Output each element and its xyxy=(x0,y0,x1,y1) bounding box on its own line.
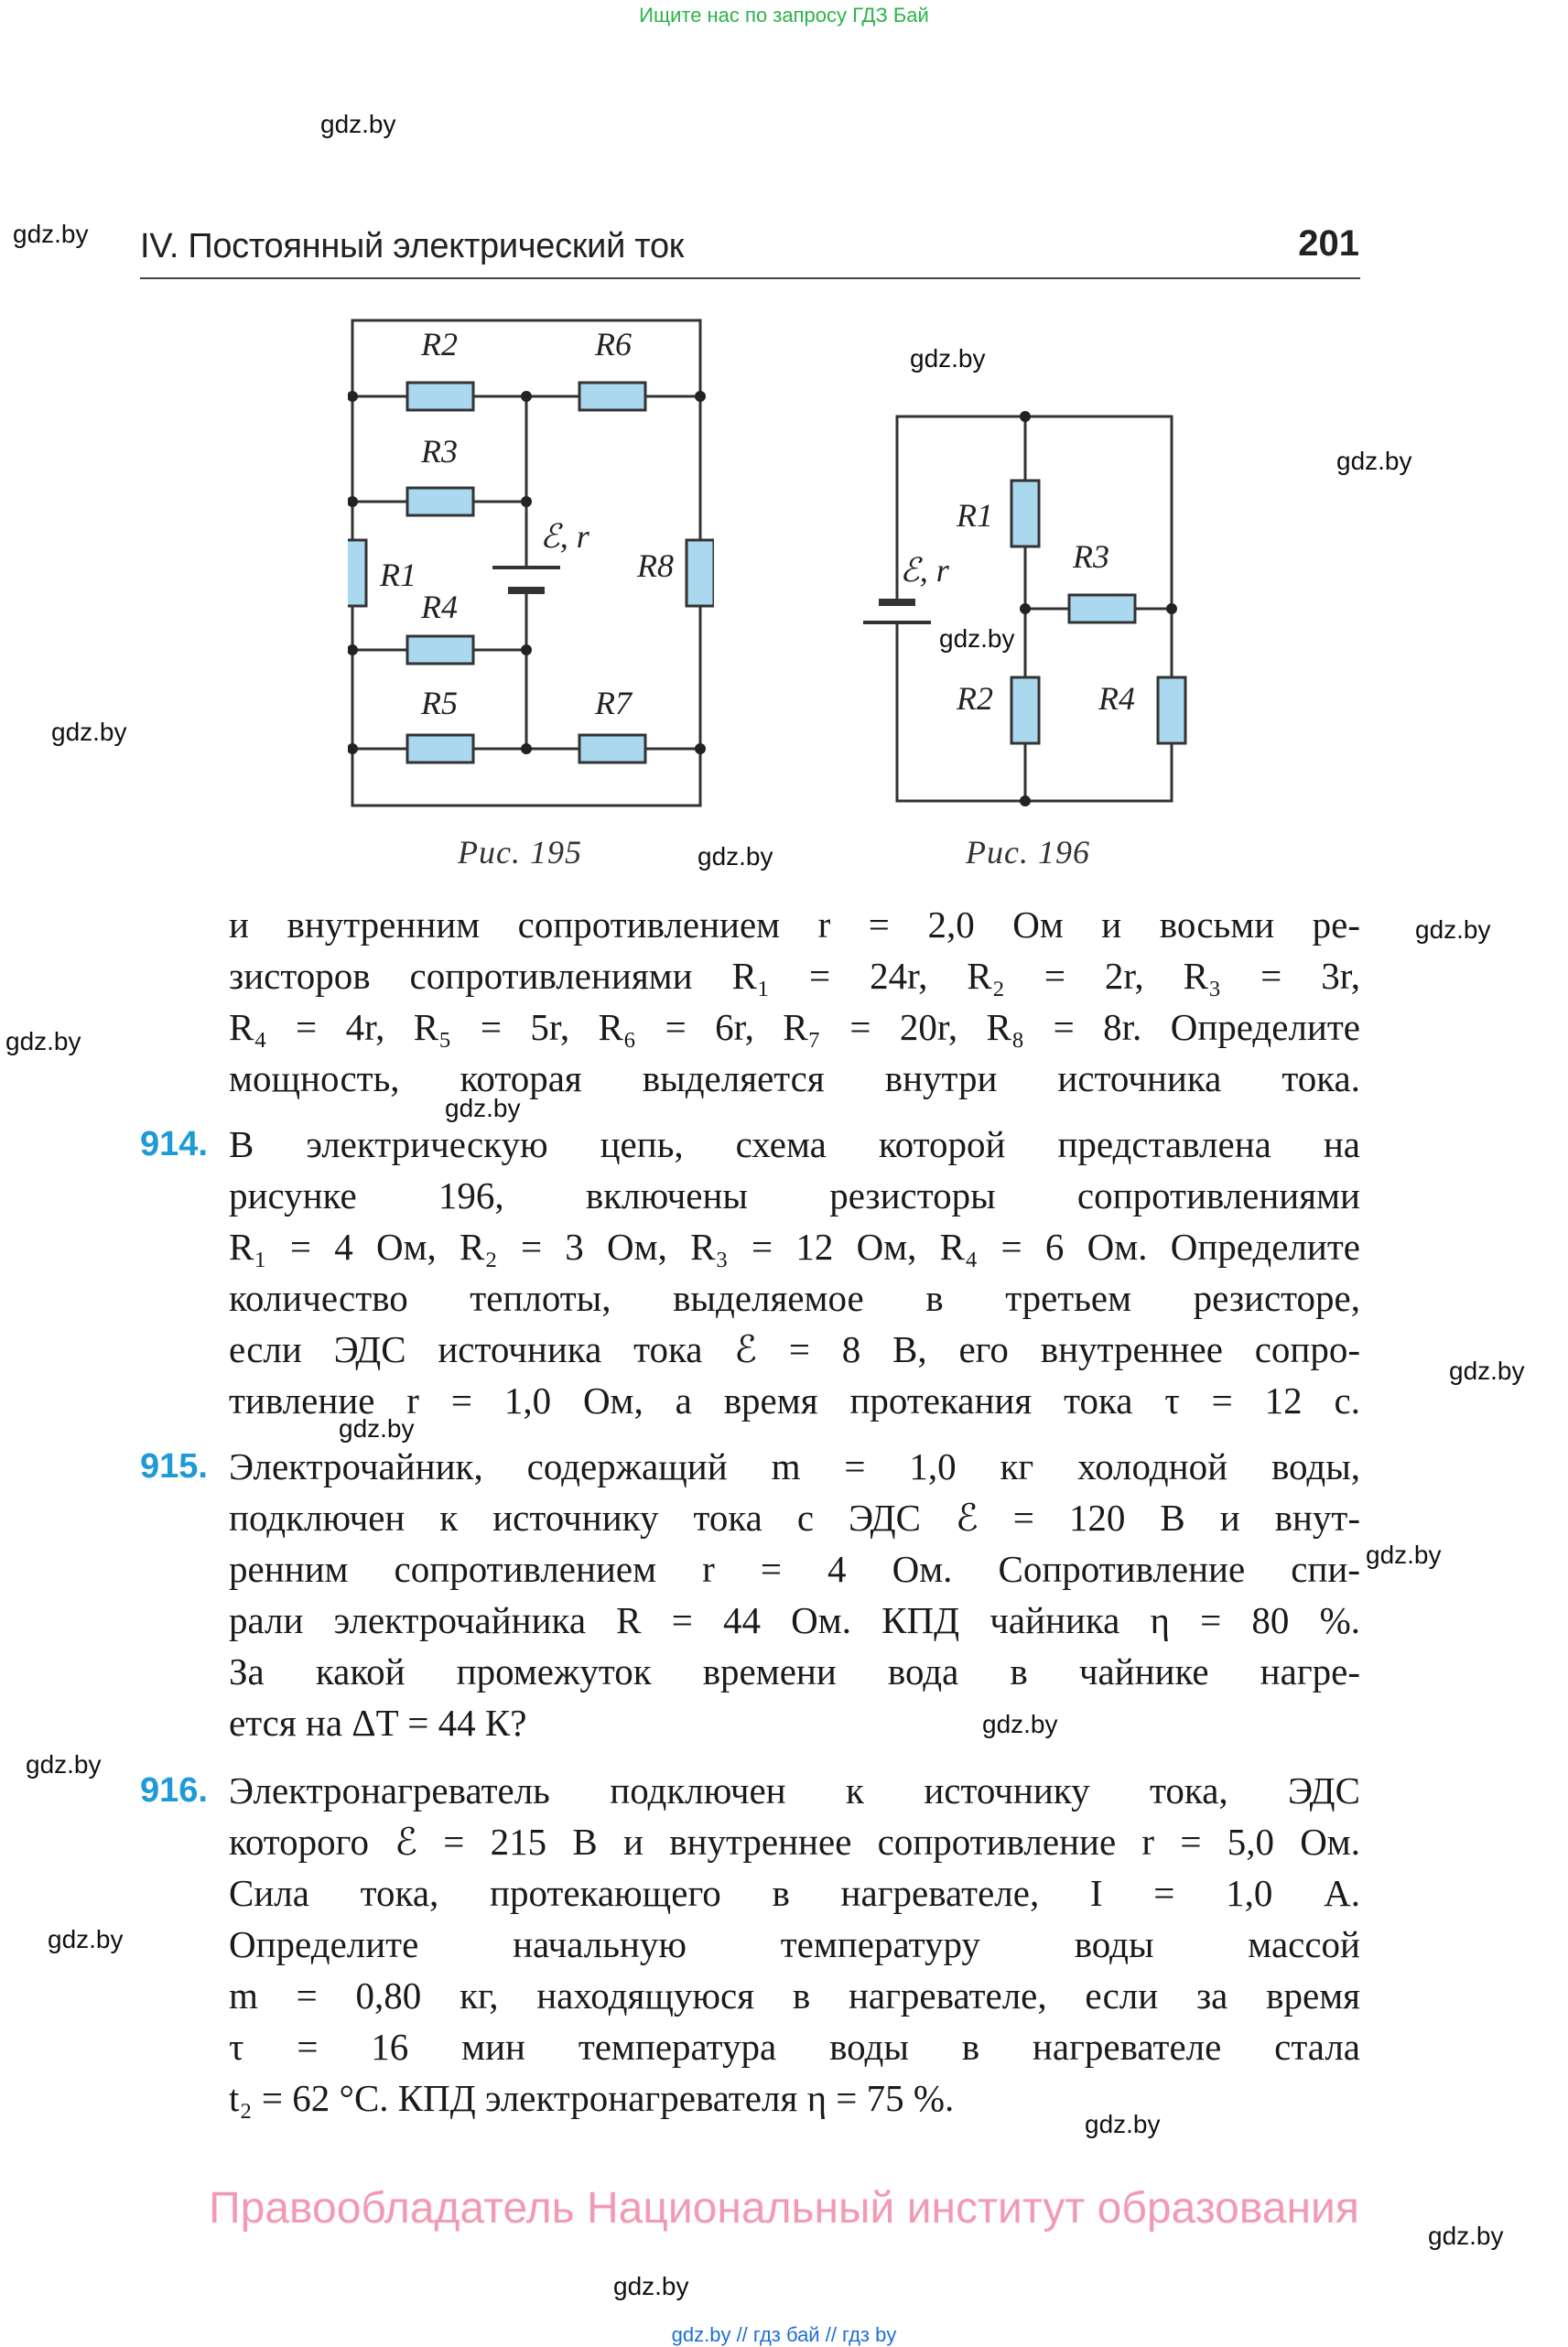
watermark: gdz.by xyxy=(939,624,1015,653)
resistor-r1 xyxy=(337,538,368,608)
label-r3: R3 xyxy=(420,433,458,470)
watermark: gdz.by xyxy=(1449,1357,1525,1385)
label-r2: R2 xyxy=(420,326,458,362)
text-line: мощность, которая выделяется внутри исто… xyxy=(229,1057,1360,1099)
label-r8: R8 xyxy=(636,547,674,584)
text-line: m = 0,80 кг, находящуюся в нагревателе, … xyxy=(229,1974,1360,2017)
watermark: gdz.by xyxy=(910,344,986,373)
text-line: ется на ΔT = 44 К? xyxy=(229,1702,527,1744)
label-r1: R1 xyxy=(379,557,416,593)
figure-195-caption: Рис. 195 xyxy=(458,834,582,871)
figure-195: R2 R6 R3 R1 R4 R5 R7 R8 ℰ, r xyxy=(337,311,716,824)
page-number: 201 xyxy=(1298,223,1359,264)
figure-196: R1 R2 R3 R4 ℰ, r xyxy=(856,403,1208,815)
watermark: gdz.by xyxy=(613,2272,689,2300)
label-r6: R6 xyxy=(594,326,632,362)
watermark: gdz.by xyxy=(5,1027,81,1055)
text-line: Электрочайник, содержащий m = 1,0 кг хол… xyxy=(229,1445,1360,1487)
resistor-r1 xyxy=(1010,479,1041,548)
text-line: количество теплоты, выделяемое в третьем… xyxy=(229,1277,1360,1319)
text-line: зисторов сопротивлениями R₁ = 24r, R₂ = … xyxy=(229,955,1360,997)
resistor-r5 xyxy=(406,733,475,764)
text-line: рали электрочайника R = 44 Ом. КПД чайни… xyxy=(229,1599,1360,1641)
resistor-r3 xyxy=(1067,593,1137,624)
text-line: и внутренним сопротивлением r = 2,0 Ом и… xyxy=(229,903,1360,946)
label-r2: R2 xyxy=(956,680,993,717)
watermark: gdz.by xyxy=(982,1710,1058,1738)
label-r7: R7 xyxy=(594,685,633,721)
resistor-r4 xyxy=(1156,676,1187,745)
footer-links[interactable]: gdz.by // гдз бай // гдз by xyxy=(671,2323,897,2346)
text-line: R₄ = 4r, R₅ = 5r, R₆ = 6r, R₇ = 20r, R₈ … xyxy=(229,1006,1360,1048)
text-line: Сила тока, протекающего в нагревателе, I… xyxy=(229,1872,1360,1914)
watermark: gdz.by xyxy=(13,220,89,248)
label-r4: R4 xyxy=(420,589,458,625)
resistor-r2 xyxy=(1010,676,1041,745)
text-line: R₁ = 4 Ом, R₂ = 3 Ом, R₃ = 12 Ом, R₄ = 6… xyxy=(229,1226,1360,1268)
watermark: gdz.by xyxy=(51,718,127,746)
label-source: ℰ, r xyxy=(540,518,590,555)
resistor-r3 xyxy=(406,486,475,517)
watermark: gdz.by xyxy=(1336,447,1412,475)
watermark: gdz.by xyxy=(1366,1541,1442,1569)
watermark: gdz.by xyxy=(445,1094,521,1122)
resistor-r8 xyxy=(685,538,716,608)
text-line: За какой промежуток времени вода в чайни… xyxy=(229,1650,1360,1693)
label-r4: R4 xyxy=(1098,680,1135,717)
text-line: Электронагреватель подключен к источнику… xyxy=(229,1769,1360,1812)
text-line: Определите начальную температуру воды ма… xyxy=(229,1923,1360,1965)
top-banner[interactable]: Ищите нас по запросу ГДЗ Бай xyxy=(639,4,929,27)
text-line: которого ℰ = 215 В и внутреннее сопротив… xyxy=(229,1821,1360,1863)
resistor-r4 xyxy=(406,634,475,665)
label-source: ℰ, r xyxy=(900,552,950,589)
text-line: t₂ = 62 °С. КПД электронагревателя η = 7… xyxy=(229,2077,955,2119)
resistor-r2 xyxy=(406,381,475,412)
watermark: gdz.by xyxy=(1415,915,1491,944)
resistor-r6 xyxy=(578,381,647,412)
watermark: gdz.by xyxy=(697,842,773,871)
text-line: τ = 16 мин температура воды в нагревател… xyxy=(229,2026,1360,2068)
watermark: gdz.by xyxy=(48,1925,124,1953)
circuit-diagram-195: R2 R6 R3 R1 R4 R5 R7 R8 ℰ, r xyxy=(337,319,716,807)
figure-196-caption: Рис. 196 xyxy=(966,834,1090,871)
text-line: ренним сопротивлением r = 4 Ом. Сопротив… xyxy=(229,1548,1360,1590)
watermark: gdz.by xyxy=(320,110,396,138)
section-title: IV. Постоянный электрический ток xyxy=(140,227,685,265)
resistor-r7 xyxy=(578,733,647,764)
problem-number-916: 916. xyxy=(140,1771,208,1810)
problem-number-915: 915. xyxy=(140,1447,208,1486)
watermark: gdz.by xyxy=(26,1750,102,1779)
label-r1: R1 xyxy=(956,497,993,534)
label-r3: R3 xyxy=(1072,538,1109,575)
watermark: gdz.by xyxy=(339,1414,415,1443)
label-r5: R5 xyxy=(420,685,458,721)
text-line: если ЭДС источника тока ℰ = 8 В, его вну… xyxy=(229,1328,1360,1370)
text-line: подключен к источнику тока с ЭДС ℰ = 120… xyxy=(229,1497,1360,1539)
rights-holder: Правообладатель Национальный институт об… xyxy=(209,2184,1359,2233)
problem-number-914: 914. xyxy=(140,1125,208,1163)
text-line: В электрическую цепь, схема которой пред… xyxy=(229,1123,1360,1165)
header-rule xyxy=(140,277,1360,279)
watermark: gdz.by xyxy=(1085,2110,1161,2138)
circuit-diagram-196: R1 R2 R3 R4 ℰ, r xyxy=(863,411,1187,806)
watermark: gdz.by xyxy=(1428,2222,1504,2250)
text-line: тивление r = 1,0 Ом, а время протекания … xyxy=(229,1379,1360,1422)
text-line: рисунке 196, включены резисторы сопротив… xyxy=(229,1174,1360,1217)
